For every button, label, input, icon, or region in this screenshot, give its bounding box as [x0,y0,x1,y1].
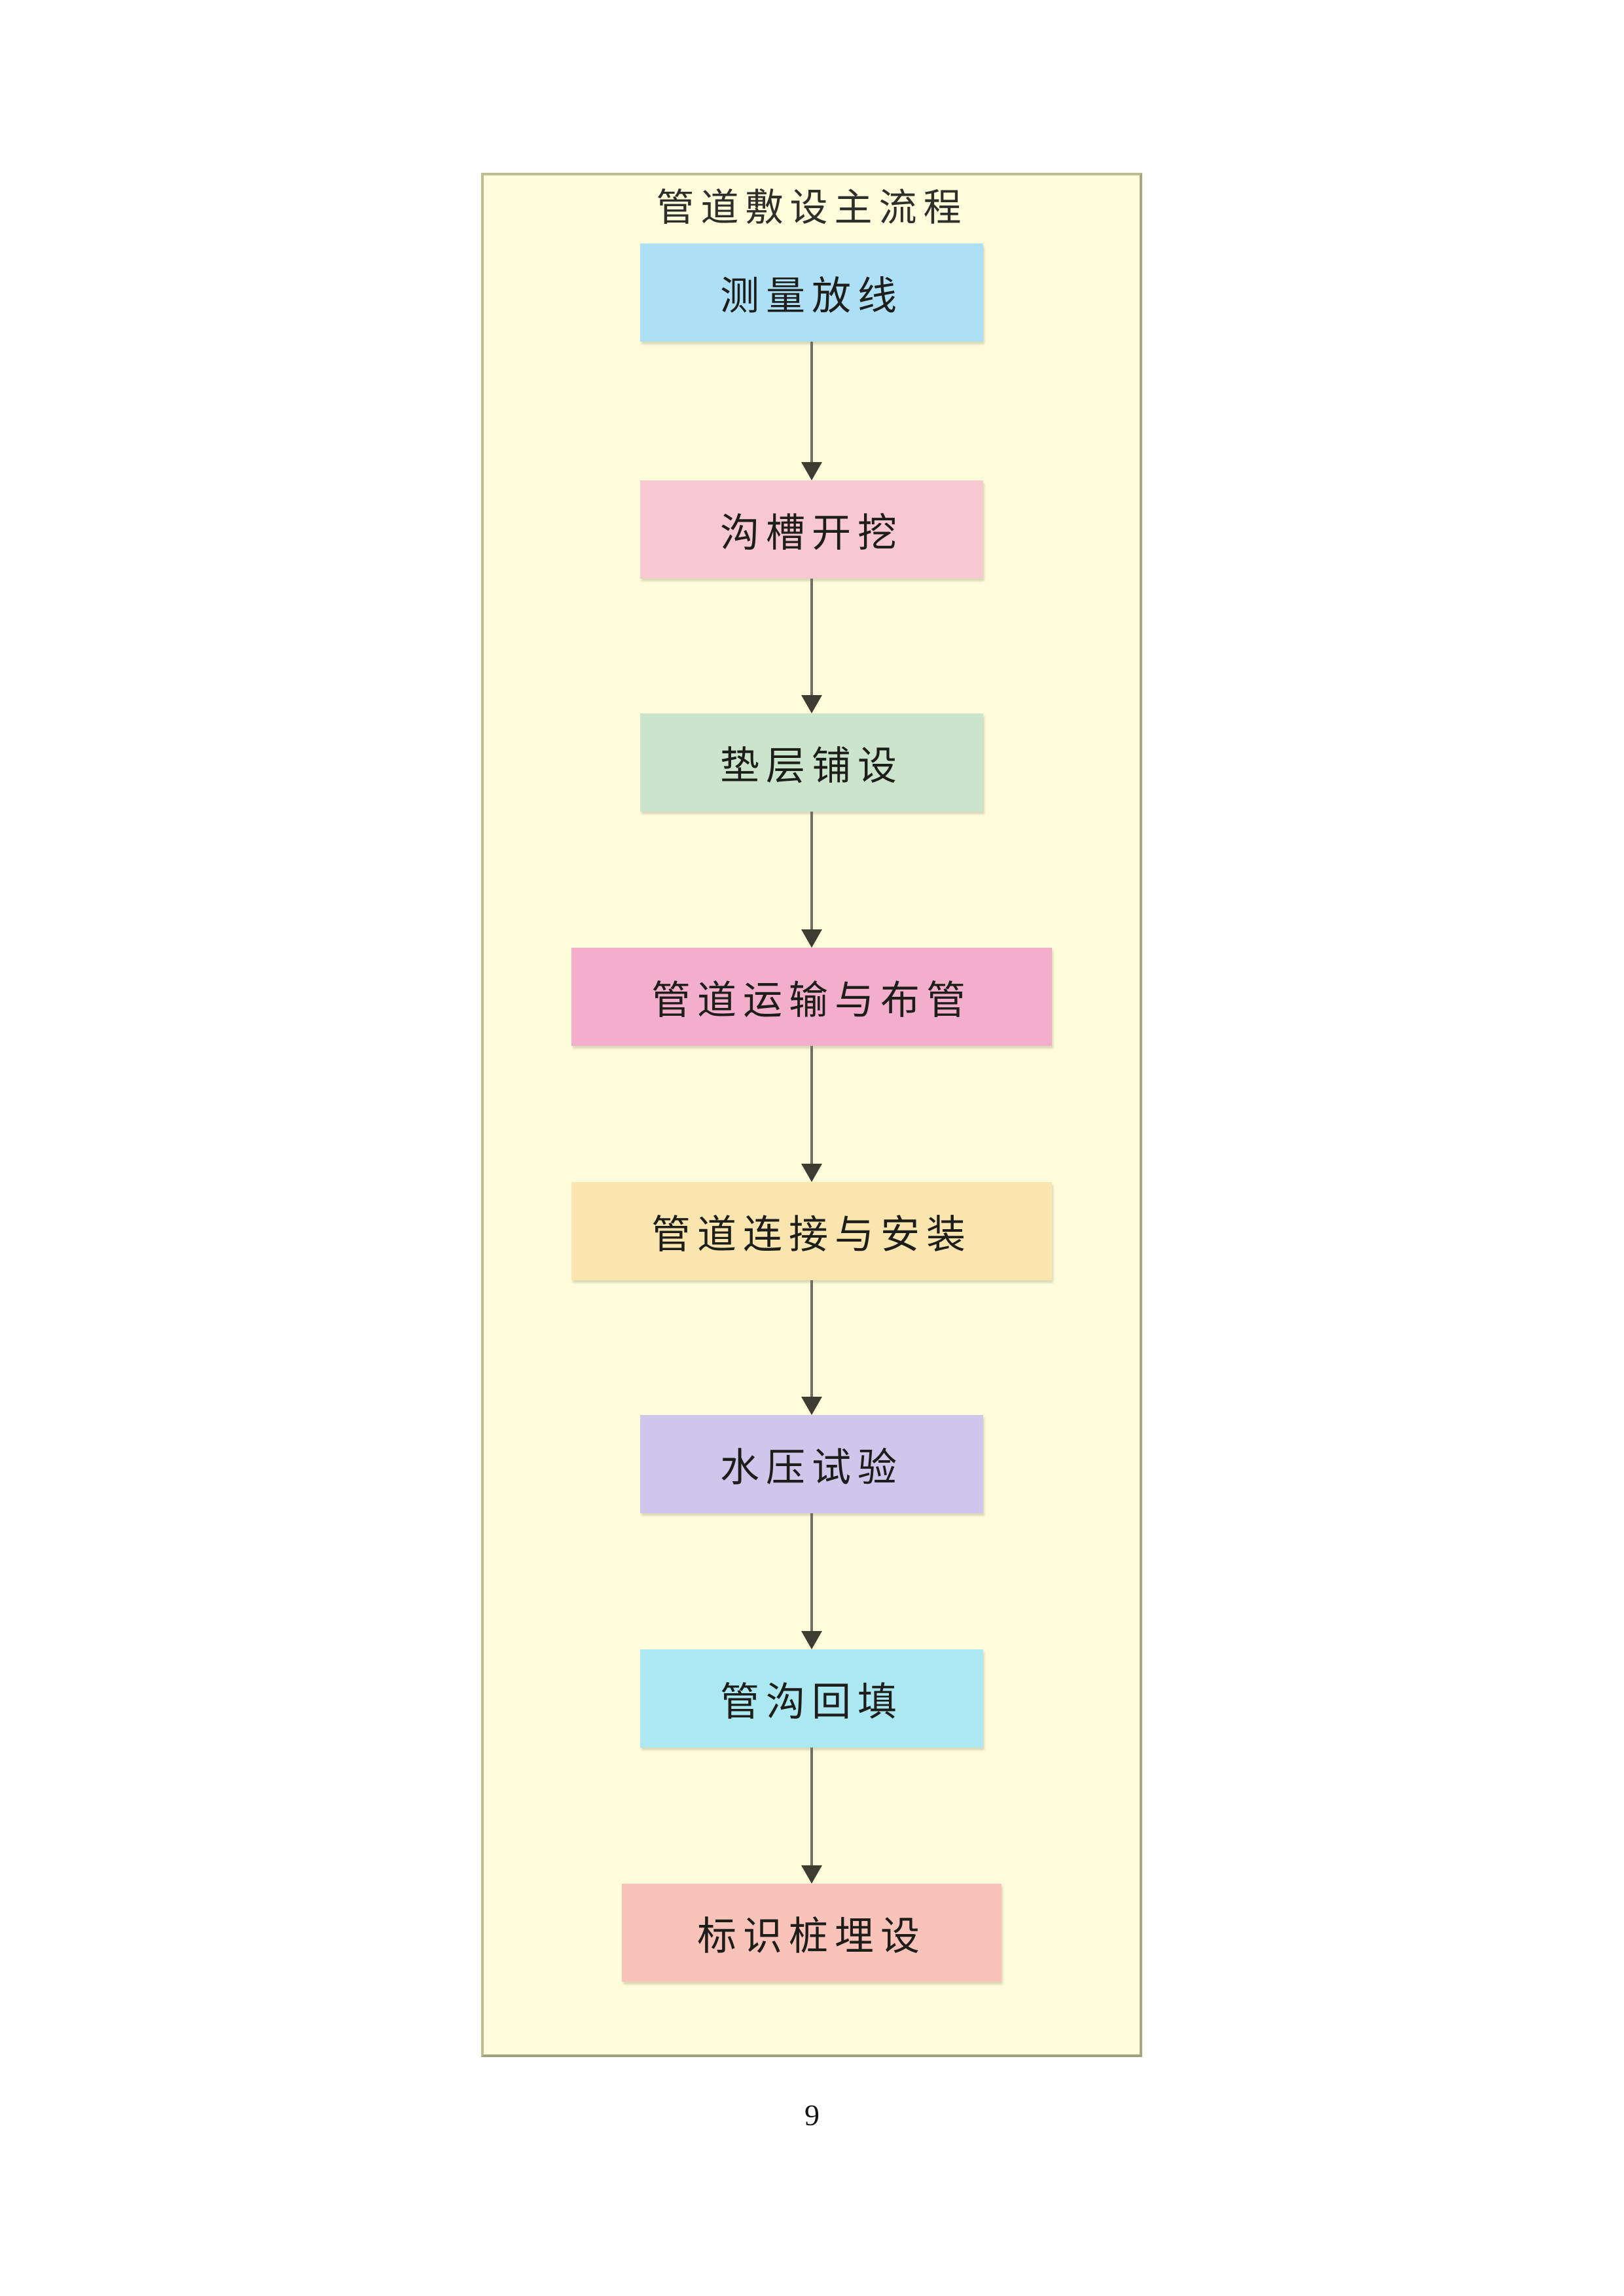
arrow-down-icon [801,1046,823,1182]
page-number: 9 [804,2098,820,2132]
flow-node-pipe-transport: 管道运输与布管 [571,948,1052,1046]
arrow-head [801,929,822,948]
arrow-head [801,462,822,480]
flow-node-marker-post: 标识桩埋设 [622,1884,1001,1982]
arrow-shaft [810,1046,813,1165]
flow-node-bedding-layer: 垫层铺设 [640,713,983,812]
flow-node-pipe-connection: 管道连接与安装 [571,1182,1052,1280]
arrow-down-icon [801,1513,823,1649]
arrow-down-icon [801,1748,823,1884]
flow-node-hydrostatic-test: 水压试验 [640,1415,983,1513]
arrow-down-icon [801,342,823,480]
arrow-head [801,1164,822,1182]
arrow-down-icon [801,579,823,713]
flow-node-survey: 测量放线 [640,243,983,342]
flowchart-title: 管道敷设主流程 [656,185,968,230]
arrow-shaft [810,812,813,931]
arrow-shaft [810,1513,813,1632]
arrow-shaft [810,1280,813,1398]
arrow-shaft [810,342,813,463]
arrow-shaft [810,579,813,696]
arrow-head [801,695,822,713]
arrow-down-icon [801,812,823,948]
arrow-head [801,1631,822,1649]
flow-node-trench-excavation: 沟槽开挖 [640,480,983,579]
arrow-head [801,1865,822,1884]
arrow-shaft [810,1748,813,1867]
flow-node-trench-backfill: 管沟回填 [640,1649,983,1748]
arrow-down-icon [801,1280,823,1415]
arrow-head [801,1397,822,1415]
